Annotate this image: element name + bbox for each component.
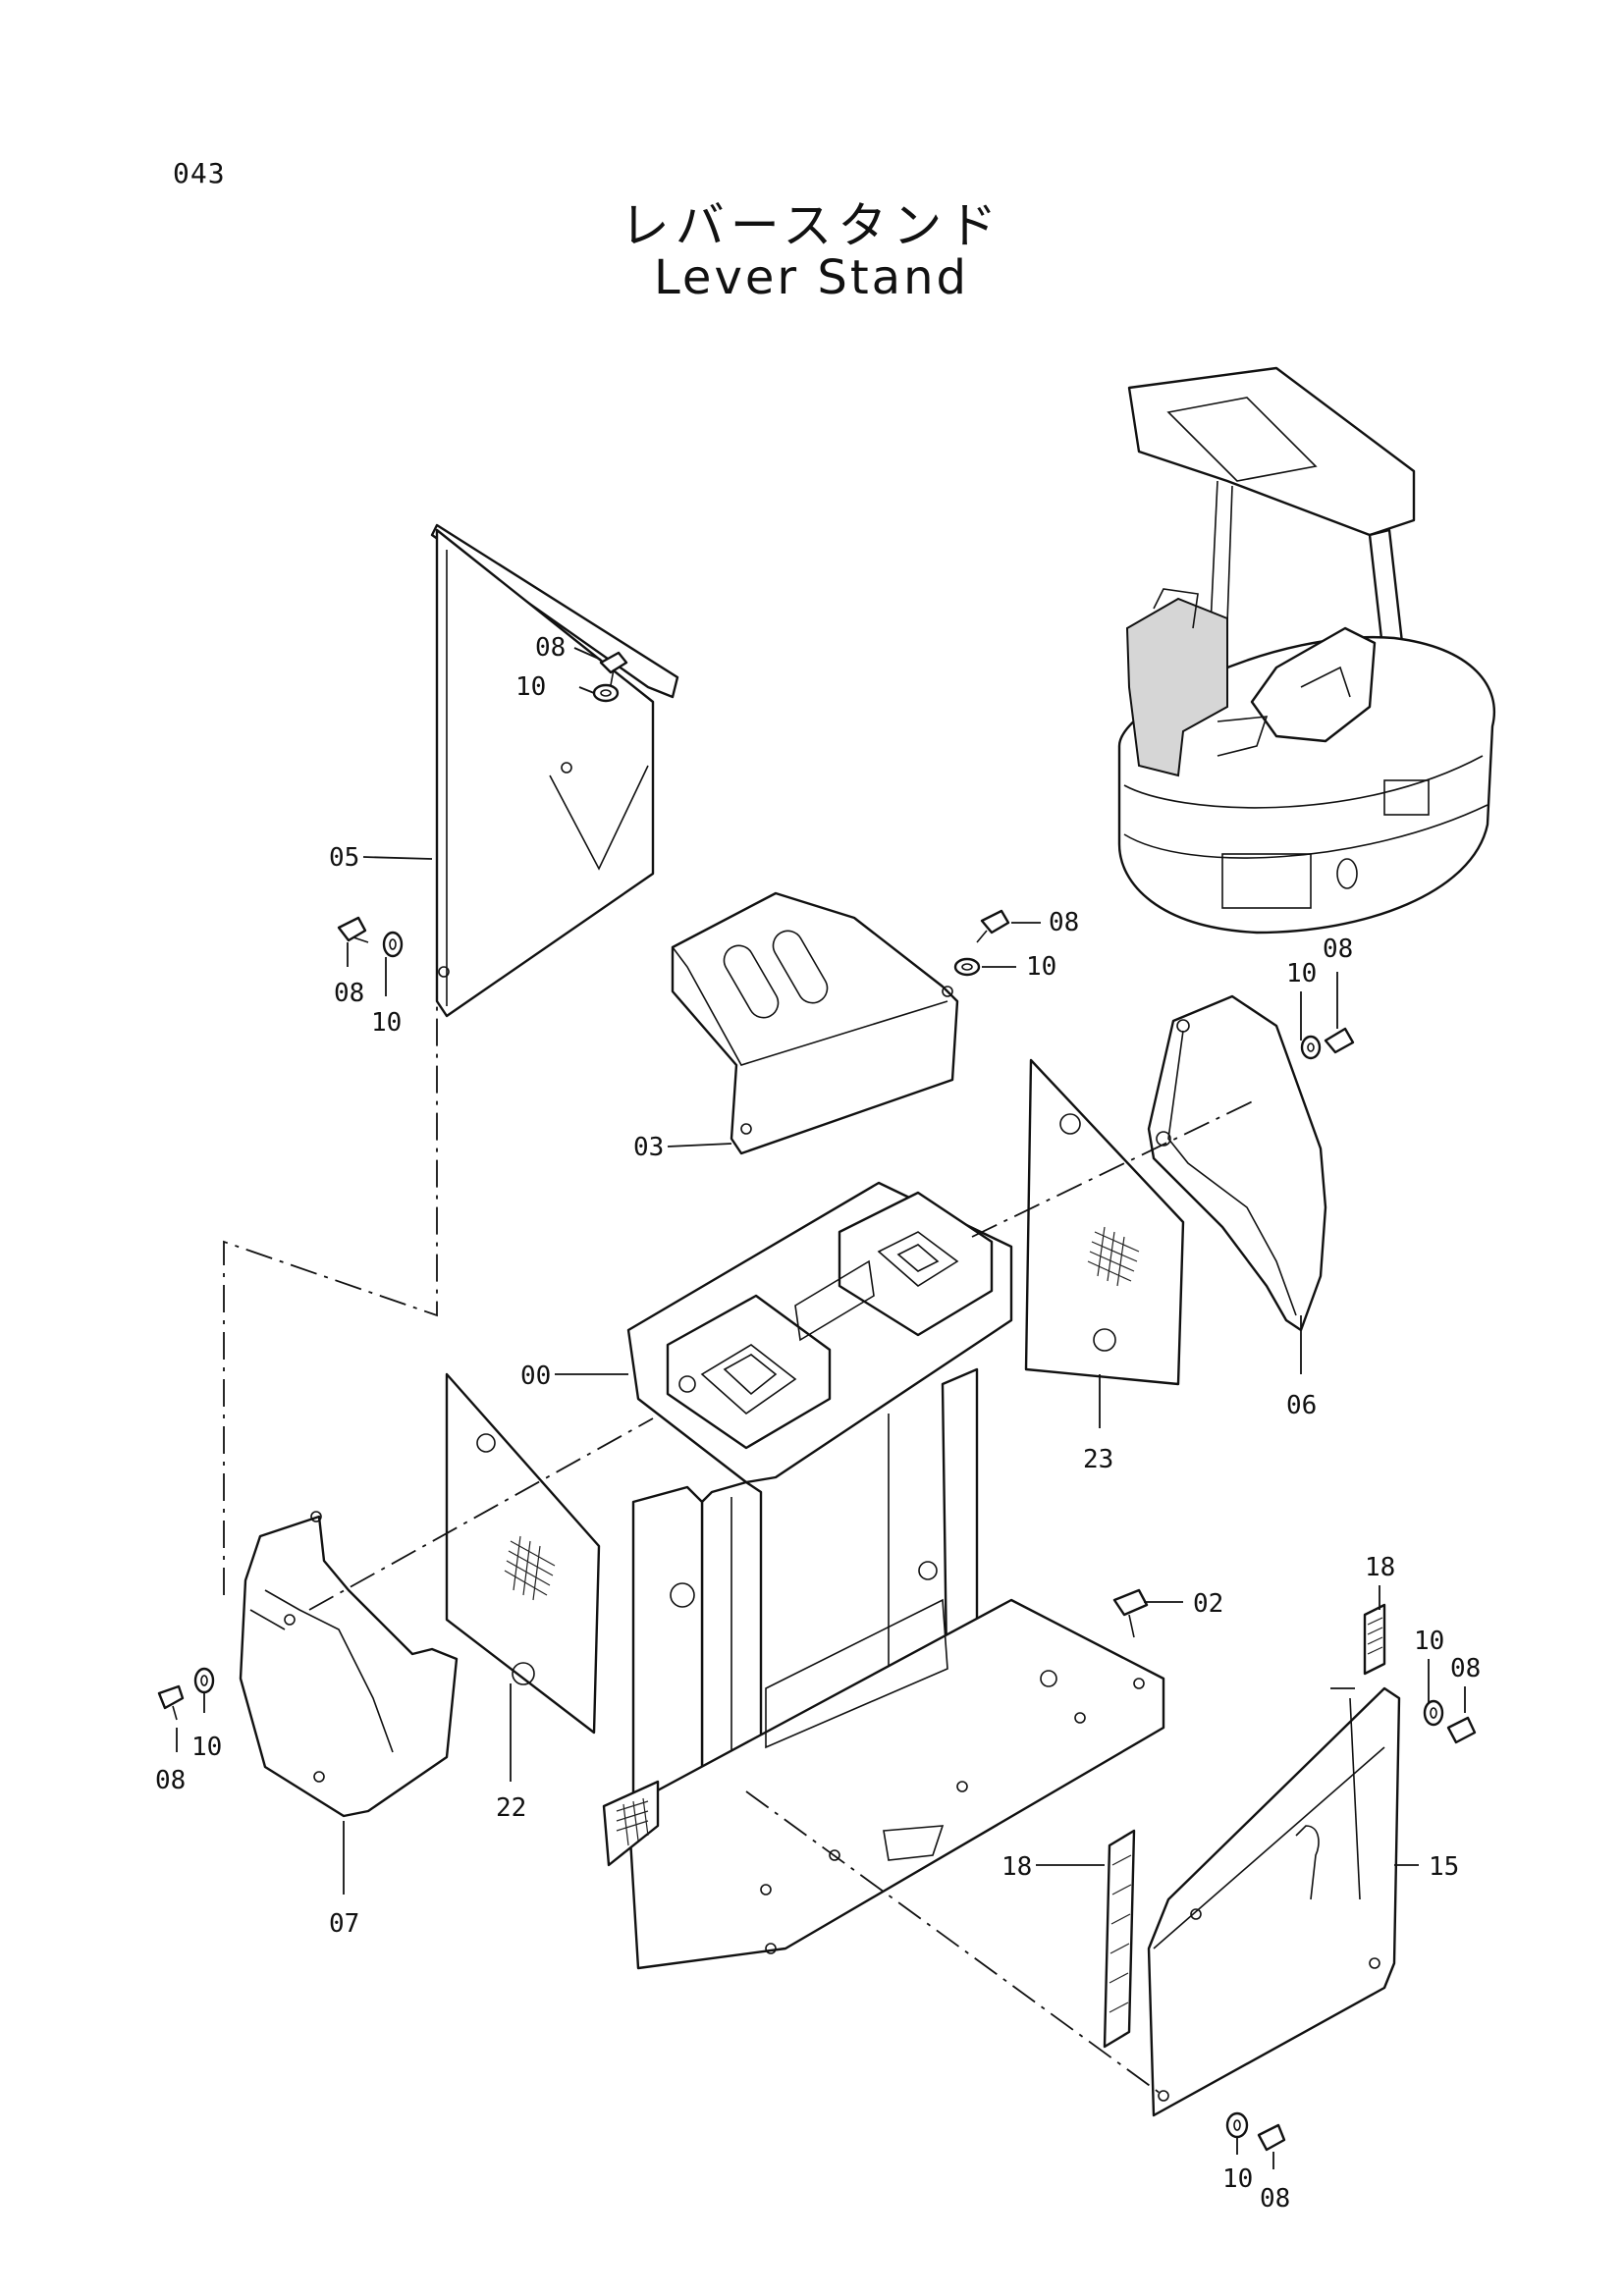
title-japanese: レバースタンド: [620, 197, 1003, 254]
part-00-lever-stand-frame: [602, 1181, 1165, 1970]
callout-bottom-washer-10: 10: [1222, 2164, 1253, 2194]
part-15-bottom-cover: [1147, 1686, 1401, 2117]
callout-part-03: 03: [633, 1133, 664, 1162]
machine-overview-illustration: [1117, 366, 1496, 934]
part-18-strip-lower: [1103, 1829, 1136, 2049]
callout-bottom-bolt-08: 08: [1260, 2184, 1290, 2214]
callout-right-bolt-08: 08: [1323, 934, 1353, 964]
callout-right-washer-10: 10: [1286, 959, 1317, 988]
part-03-top-plate: [671, 891, 959, 1155]
callout-mid-bolt-08: 08: [1049, 908, 1079, 937]
page-number: 043: [173, 157, 226, 189]
callout-rb-bolt-08: 08: [1450, 1654, 1481, 1683]
part-22-left-mesh-panel: [445, 1372, 601, 1735]
callout-part-00: 00: [520, 1362, 551, 1391]
part-05-upper-cover: [430, 523, 679, 1018]
callout-left-bolt-08: 08: [334, 979, 364, 1008]
part-18-strip-upper: [1363, 1603, 1386, 1676]
callout-labels: 08 10 05 08 10 03 08 10 10 08 06 00 23 0…: [155, 633, 1481, 2214]
callout-part-22: 22: [496, 1793, 526, 1823]
callout-part-18-top: 18: [1365, 1553, 1395, 1582]
assembly-lines: [223, 996, 1355, 2097]
callout-part-15: 15: [1429, 1852, 1459, 1882]
callout-part-05: 05: [329, 843, 359, 873]
callout-part-02: 02: [1193, 1589, 1223, 1619]
fastener-bolts: [157, 651, 1477, 2152]
callout-ll-washer-10: 10: [191, 1733, 222, 1762]
part-07-left-cover: [239, 1511, 459, 1818]
callout-left-washer-10: 10: [371, 1008, 402, 1038]
callout-ll-bolt-08: 08: [155, 1766, 186, 1795]
callout-top-bolt-08: 08: [535, 633, 566, 663]
callout-part-07: 07: [329, 1909, 359, 1939]
leader-lines: [176, 647, 1466, 2169]
title-english: Lever Stand: [654, 250, 969, 305]
part-23-right-mesh-panel: [1024, 1058, 1185, 1386]
callout-part-18-mid: 18: [1001, 1852, 1032, 1882]
callout-top-washer-10: 10: [515, 672, 546, 702]
callout-mid-washer-10: 10: [1026, 952, 1056, 982]
callout-part-06: 06: [1286, 1391, 1317, 1420]
callout-rb-washer-10: 10: [1414, 1627, 1444, 1656]
callout-part-23: 23: [1083, 1445, 1113, 1474]
